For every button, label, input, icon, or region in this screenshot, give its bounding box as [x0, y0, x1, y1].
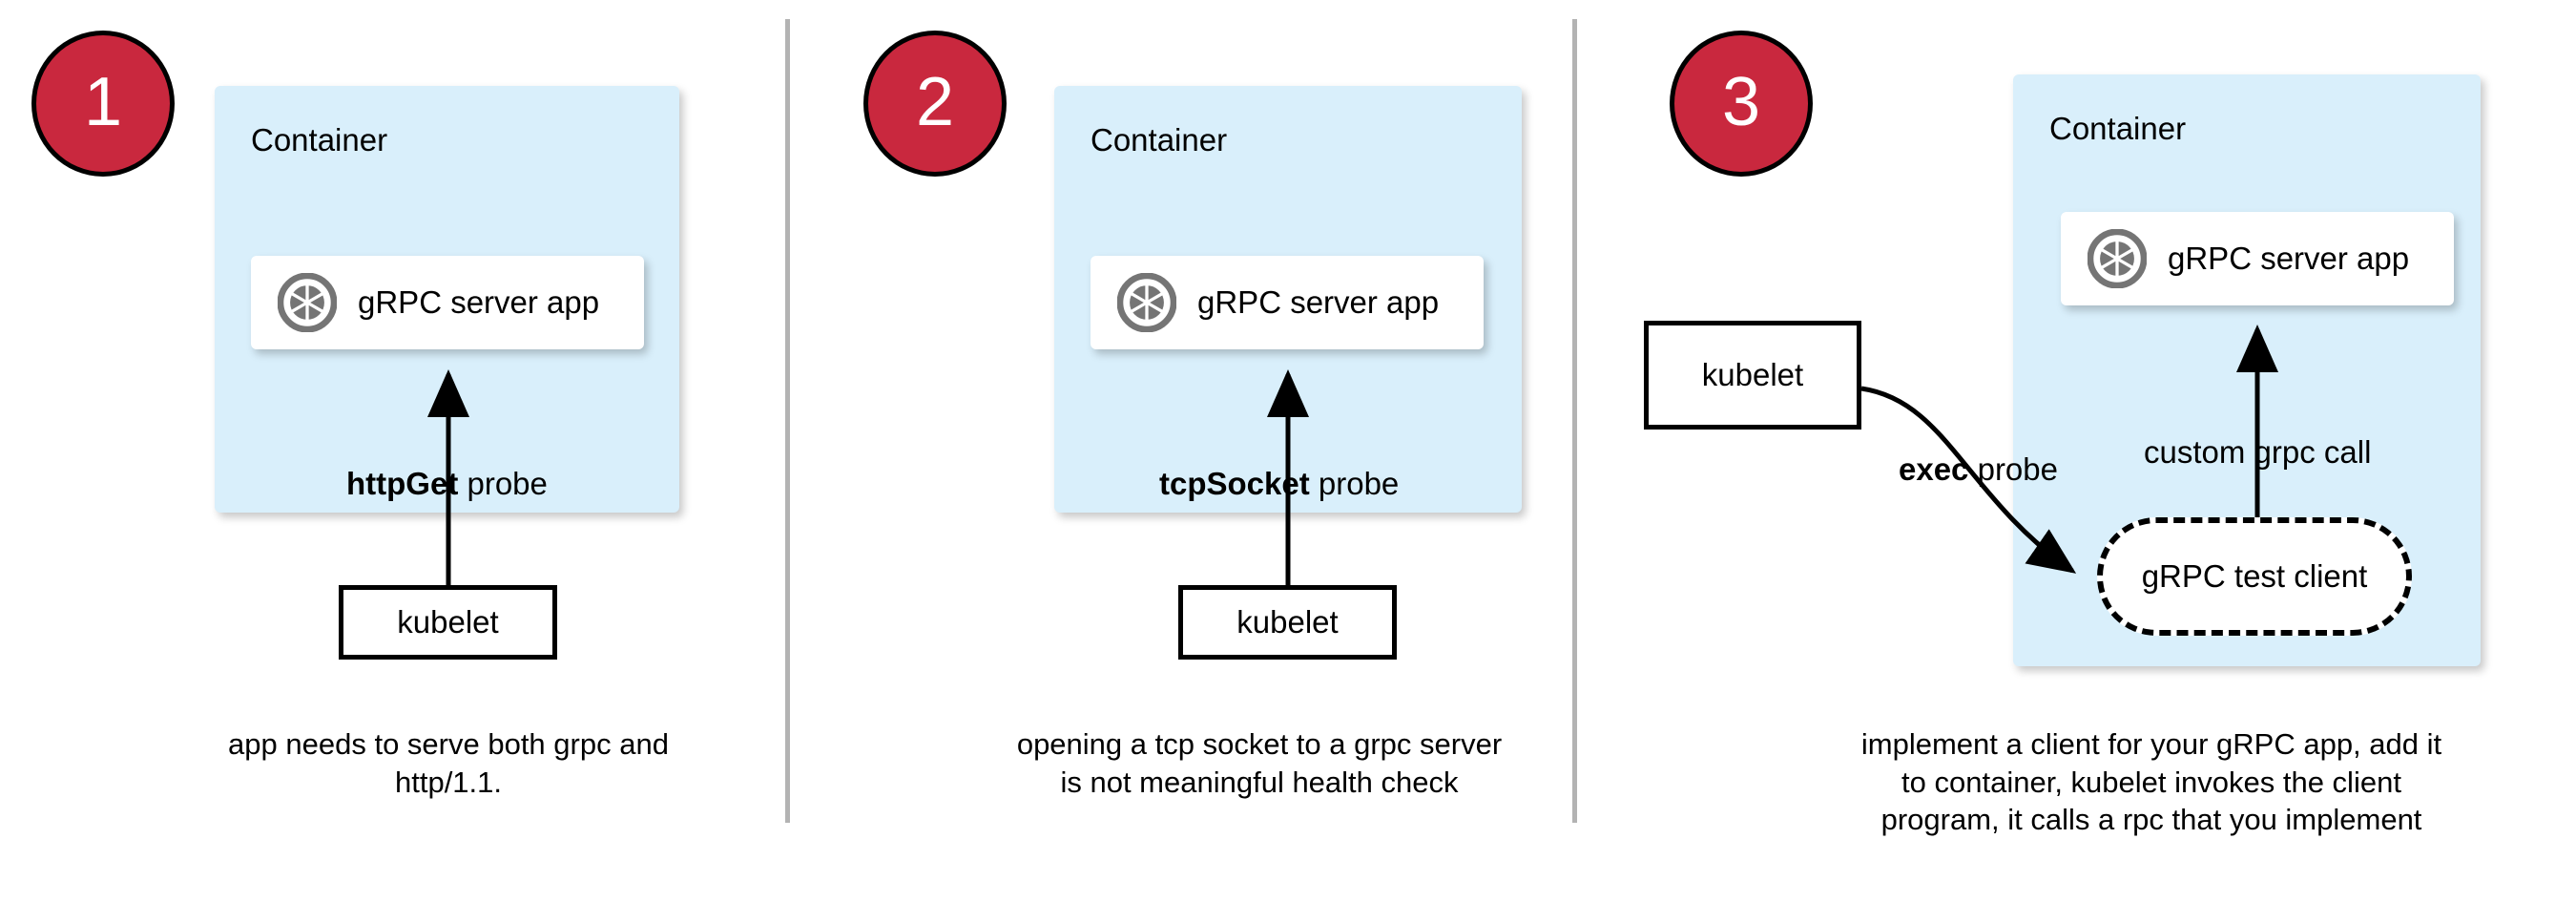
- step-badge-3-number: 3: [1721, 63, 1761, 140]
- panel-divider-1: [785, 19, 790, 823]
- step-badge-3: 3: [1670, 31, 1813, 177]
- custom-grpc-call-edge-label: custom grpc call: [2144, 434, 2372, 470]
- probe-edge-label-2: tcpSocket probe: [1159, 466, 1399, 502]
- step-badge-1: 1: [31, 31, 175, 177]
- grpc-aperture-icon: [2087, 228, 2148, 289]
- grpc-test-client-box: gRPC test client: [2097, 517, 2412, 636]
- panel-caption-2: opening a tcp socket to a grpc server is…: [1016, 727, 1503, 799]
- grpc-aperture-icon: [277, 272, 338, 333]
- kubelet-label-1: kubelet: [397, 604, 499, 640]
- grpc-test-client-label: gRPC test client: [2141, 558, 2368, 594]
- step-badge-2: 2: [863, 31, 1007, 177]
- panel-caption-1: app needs to serve both grpc and http/1.…: [228, 727, 669, 799]
- grpc-server-app-label-1: gRPC server app: [358, 284, 600, 320]
- exec-probe-edge-label-bold: exec: [1899, 451, 1969, 487]
- container-label-2: Container: [1091, 122, 1228, 157]
- container-label-1: Container: [251, 122, 388, 157]
- exec-probe-edge-label: exec probe: [1899, 451, 2058, 488]
- panel-divider-2: [1572, 19, 1577, 823]
- probe-edge-label-1-bold: httpGet: [346, 466, 459, 501]
- kubelet-label-2: kubelet: [1236, 604, 1339, 640]
- step-badge-2-number: 2: [915, 63, 955, 140]
- kubelet-label-3: kubelet: [1701, 357, 1804, 392]
- step-badge-1-number: 1: [83, 63, 123, 140]
- grpc-aperture-icon: [1116, 272, 1177, 333]
- grpc-server-app-card-3: gRPC server app: [2061, 212, 2454, 305]
- kubelet-box-1: kubelet: [339, 585, 557, 660]
- kubelet-box-3: kubelet: [1644, 321, 1861, 430]
- probe-edge-label-2-rest: probe: [1309, 466, 1400, 501]
- probe-edge-label-2-bold: tcpSocket: [1159, 466, 1310, 501]
- container-label-3: Container: [2049, 111, 2187, 146]
- grpc-server-app-label-3: gRPC server app: [2168, 241, 2410, 276]
- grpc-server-app-label-2: gRPC server app: [1197, 284, 1440, 320]
- exec-probe-edge-label-rest: probe: [1968, 451, 2058, 487]
- probe-edge-label-1: httpGet probe: [346, 466, 548, 502]
- panel-caption-3: implement a client for your gRPC app, ad…: [1860, 727, 2442, 837]
- probe-edge-label-1-rest: probe: [458, 466, 548, 501]
- grpc-server-app-card-2: gRPC server app: [1091, 256, 1484, 349]
- grpc-server-app-card-1: gRPC server app: [251, 256, 644, 349]
- kubelet-box-2: kubelet: [1178, 585, 1397, 660]
